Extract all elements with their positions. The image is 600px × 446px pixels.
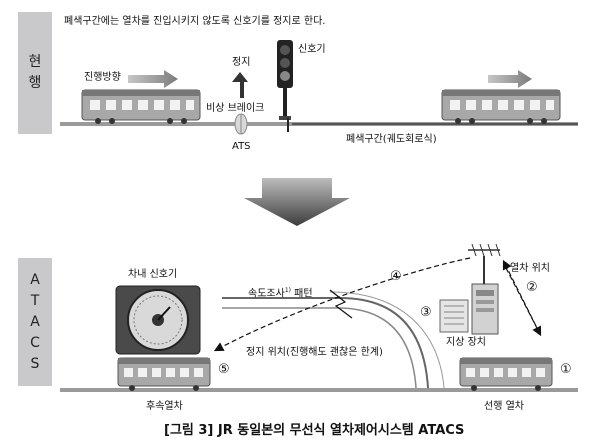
- side-label-atacs: A T A C S: [18, 258, 52, 386]
- bottom-rail: [60, 388, 578, 392]
- brake-label: 비상 브레이크: [206, 103, 265, 114]
- leading-train-label: 선행 열차: [484, 401, 524, 412]
- side-label-current-char-2: 행: [28, 75, 42, 91]
- stop-arrow-icon: [232, 72, 248, 98]
- speed-pattern-suffix: 패턴: [290, 288, 313, 300]
- direction-arrow-right: [488, 70, 532, 88]
- top-left-train: [81, 89, 201, 124]
- speed-pattern-label: 속도조사1) 패턴: [248, 288, 313, 299]
- cab-signal-label: 차내 신호기: [128, 269, 178, 280]
- ats-beacon-icon: [234, 113, 248, 135]
- train-position-label: 열차 위치: [510, 263, 550, 274]
- speed-pattern-footnote: 1): [284, 287, 291, 294]
- stop-label: 정지: [232, 57, 251, 68]
- ground-device-icon: [439, 256, 499, 335]
- arrow-antenna-to-train: [505, 267, 542, 337]
- step-5: ⑤: [218, 362, 230, 377]
- ground-device-label: 지상 장치: [446, 337, 486, 348]
- side-label-atacs-char-3: A: [30, 313, 40, 330]
- speed-pattern-text: 속도조사: [248, 288, 285, 300]
- arrow-antenna-to-following: [213, 257, 471, 352]
- arrow-train-to-antenna: [502, 259, 537, 327]
- cab-signal-icon: [115, 285, 201, 355]
- side-label-atacs-char-4: C: [30, 334, 40, 351]
- curved-track-outer: [329, 291, 445, 389]
- side-label-atacs-char-1: A: [30, 271, 40, 288]
- signal-icon: [277, 40, 293, 132]
- figure-caption: [그림 3] JR 동일본의 무선식 열차제어시스템 ATACS: [164, 423, 465, 438]
- block-section-label: 폐색구간(궤도회로식): [346, 134, 437, 145]
- signal-label: 신호기: [298, 44, 326, 55]
- stop-position-label: 정지 위치(진행해도 괜찮은 한계): [246, 347, 383, 358]
- side-label-current-char-1: 현: [28, 54, 42, 70]
- side-label-atacs-char-2: T: [30, 292, 40, 309]
- step-1: ①: [560, 362, 572, 377]
- direction-arrow-left: [128, 70, 178, 88]
- bottom-leading-train: [459, 357, 553, 391]
- top-right-train: [441, 89, 561, 124]
- step-3: ③: [420, 305, 432, 320]
- step-2: ②: [526, 280, 538, 295]
- side-label-current: 현 행: [18, 12, 52, 134]
- transition-arrow-icon: [244, 178, 350, 226]
- step-4: ④: [390, 269, 402, 284]
- ats-label: ATS: [232, 141, 251, 152]
- following-train-label: 후속열차: [146, 401, 183, 412]
- direction-label: 진행방향: [84, 72, 121, 83]
- top-description: 폐색구간에는 열차를 진입시키지 않도록 신호기를 정지로 한다.: [64, 16, 326, 27]
- antenna-icon: [468, 243, 501, 257]
- side-label-atacs-char-5: S: [30, 355, 40, 372]
- speed-pattern-zigzag: [329, 289, 353, 319]
- curved-track: [222, 297, 429, 389]
- curved-track-inner: [222, 307, 417, 389]
- bottom-following-train: [117, 357, 211, 391]
